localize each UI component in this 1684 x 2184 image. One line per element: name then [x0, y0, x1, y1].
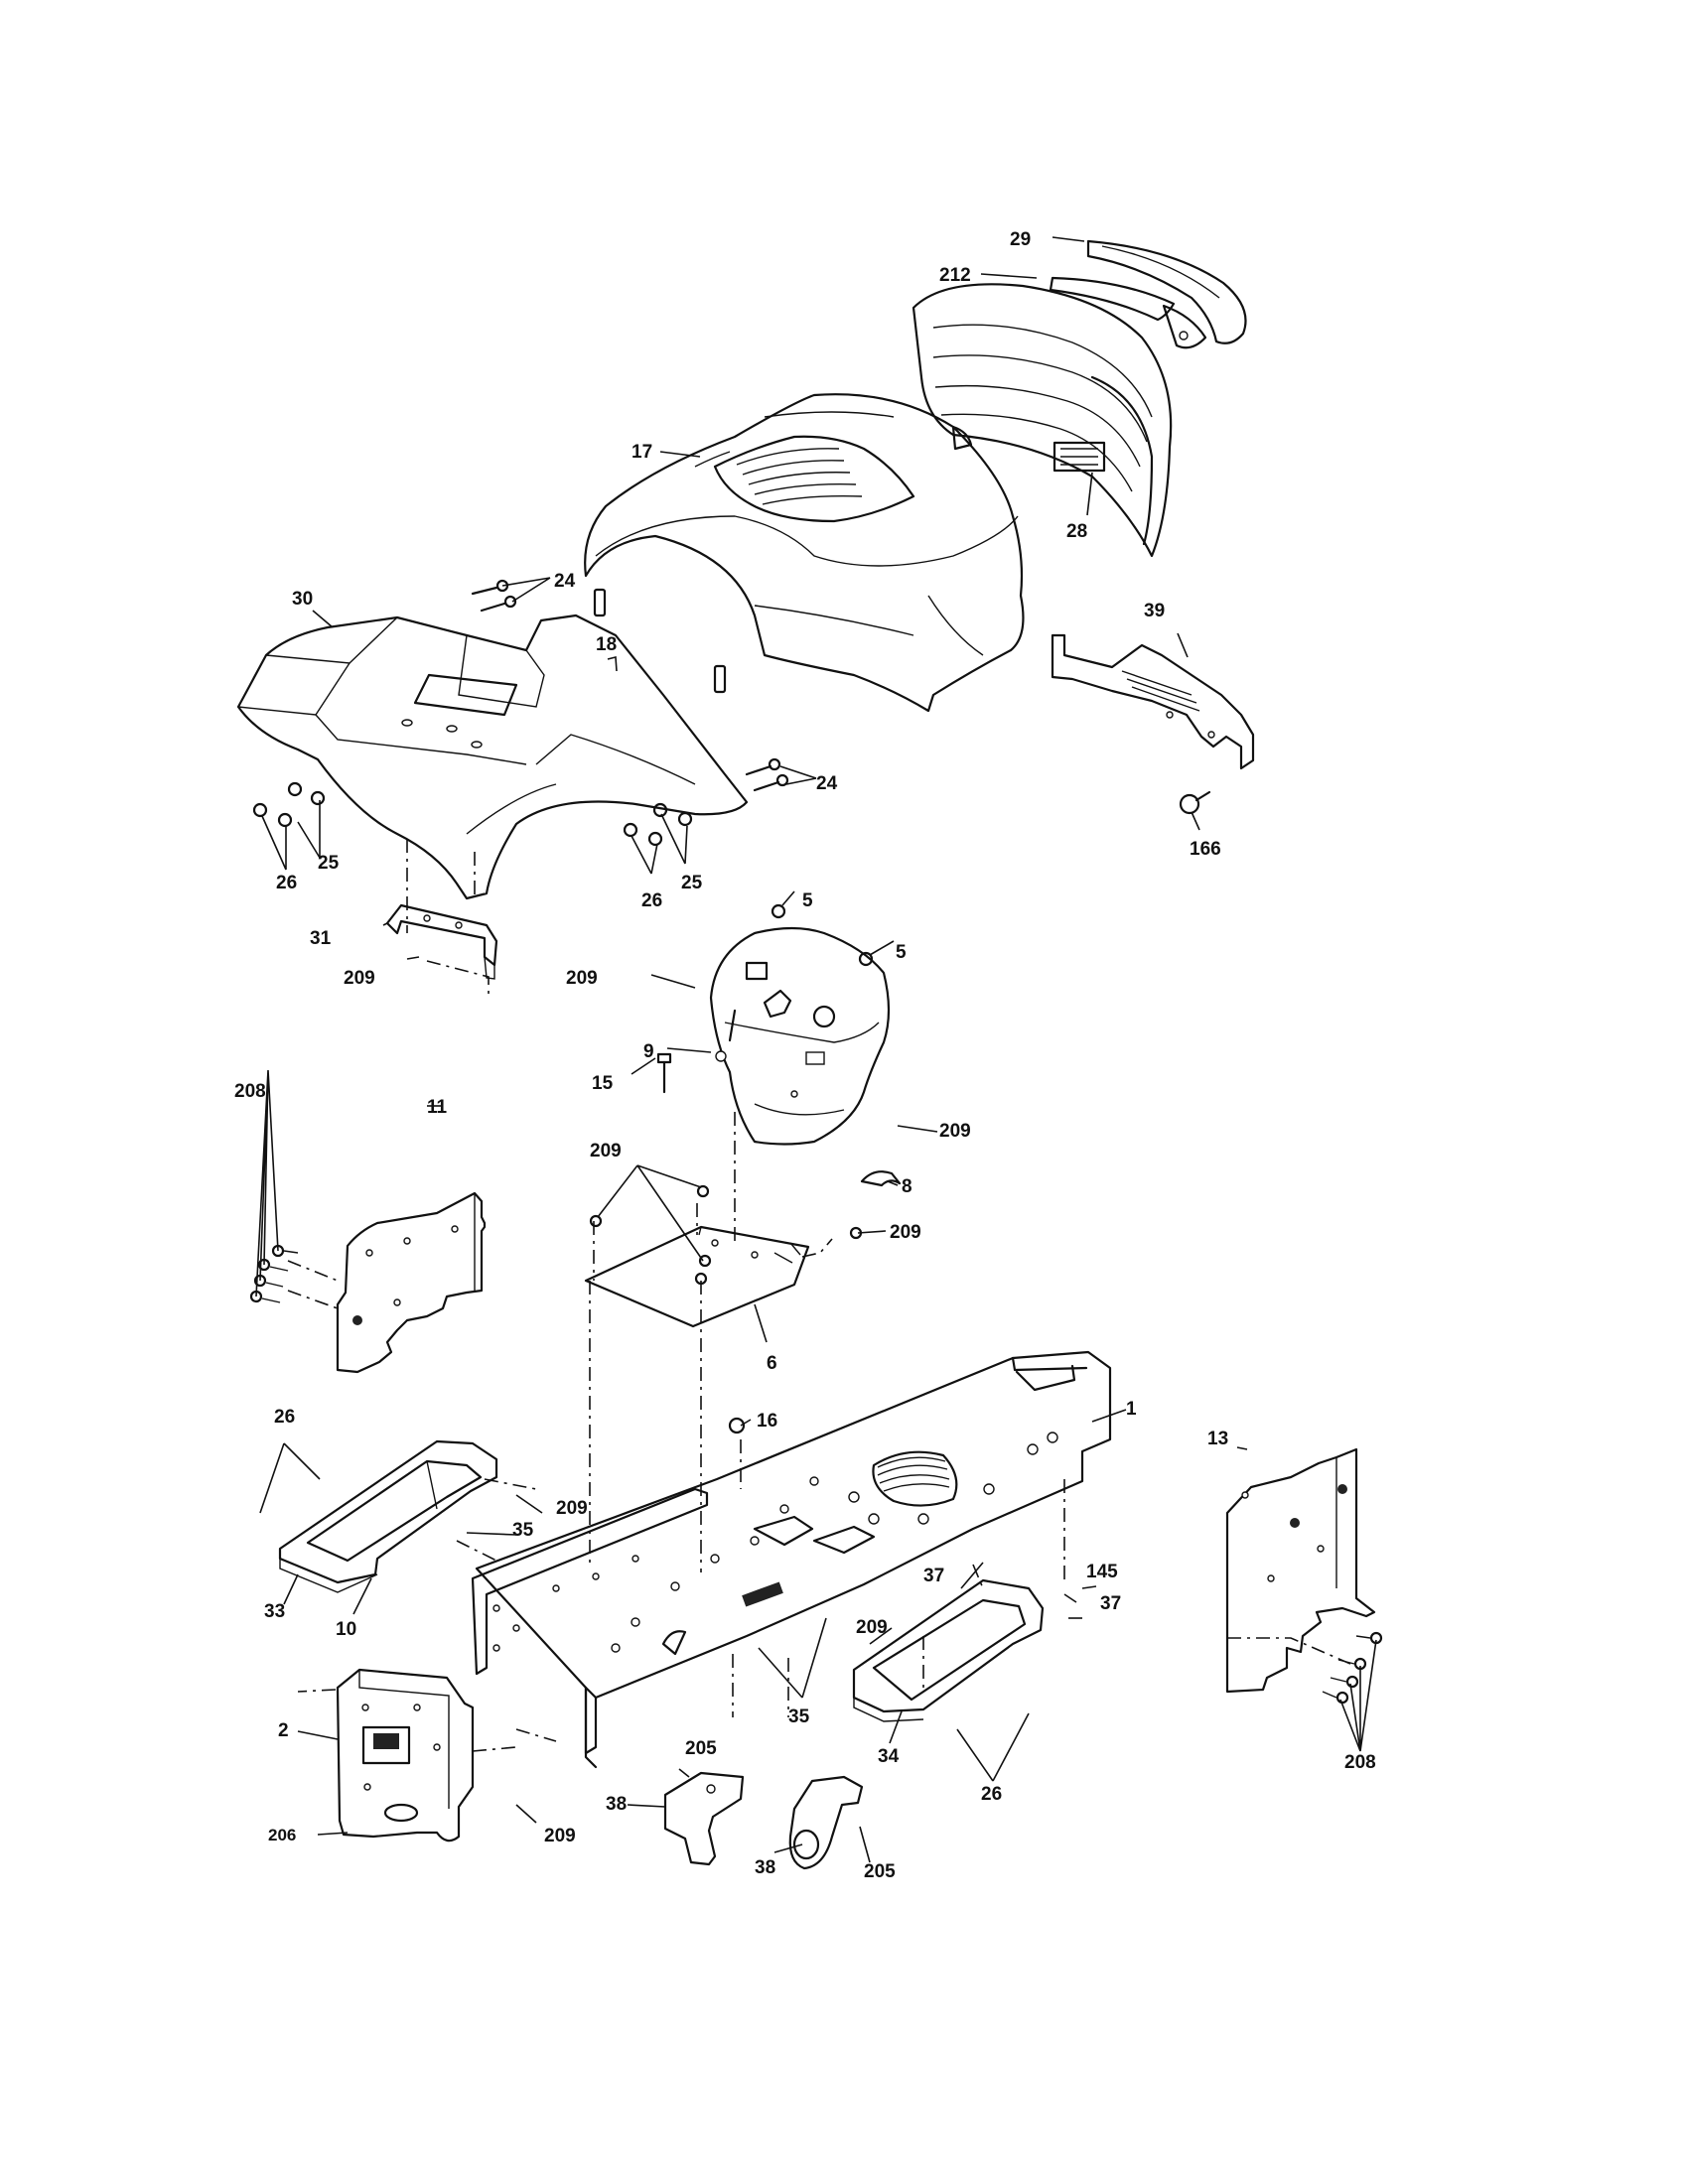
callout-209e: 209: [890, 1222, 921, 1243]
callout-15: 15: [592, 1073, 614, 1094]
callout-13: 13: [1207, 1429, 1229, 1449]
part-30-fender: [236, 614, 749, 900]
callout-16: 16: [757, 1411, 778, 1432]
callout-26b: 26: [641, 890, 663, 911]
callout-205b: 205: [864, 1861, 896, 1882]
part-2-front-plate: [336, 1668, 475, 1843]
callout-5a: 5: [802, 890, 813, 911]
part-29-trim-strip: [1049, 239, 1247, 349]
callout-39: 39: [1144, 601, 1166, 621]
part-1-frame: [475, 1350, 1112, 1769]
part-33-left-footrest: [278, 1439, 498, 1593]
callout-10: 10: [336, 1619, 357, 1640]
callout-8: 8: [902, 1176, 912, 1197]
callout-212: 212: [939, 265, 971, 286]
part-15-bolt: [656, 1052, 672, 1094]
callout-17: 17: [632, 442, 653, 463]
callout-18: 18: [596, 634, 618, 655]
part-6-plate: [584, 1225, 810, 1328]
callout-2: 2: [278, 1720, 289, 1741]
callout-209a: 209: [344, 968, 375, 989]
callout-37b: 37: [1100, 1593, 1122, 1614]
callout-5b: 5: [896, 942, 907, 963]
callout-37a: 37: [923, 1566, 945, 1586]
part-209-plate-screws: [589, 1184, 863, 1268]
callout-6: 6: [767, 1353, 777, 1374]
callout-209h: 209: [544, 1826, 576, 1846]
part-13-side-panel: [1225, 1447, 1376, 1694]
part-31-bracket: [385, 903, 498, 980]
part-1-frame-left-rail: [471, 1487, 709, 1676]
callout-35b: 35: [788, 1706, 810, 1727]
part-38-brackets: [663, 1771, 864, 1870]
part-5-nuts: [771, 903, 874, 967]
callout-26a: 26: [276, 873, 298, 893]
callout-38b: 38: [755, 1857, 776, 1878]
callout-24b: 24: [816, 773, 838, 794]
callout-29: 29: [1010, 229, 1032, 250]
callout-26d: 26: [981, 1784, 1003, 1805]
callout-209g: 209: [856, 1617, 888, 1638]
callout-leader-lines: [255, 236, 1377, 1863]
callout-208a: 208: [234, 1081, 266, 1102]
callout-25a: 25: [318, 853, 340, 874]
callout-11: 11: [427, 1097, 448, 1118]
part-16-nut: [728, 1417, 746, 1434]
callout-35a: 35: [512, 1520, 534, 1541]
part-24-screws: [471, 579, 789, 792]
part-11-side-panel: [336, 1191, 487, 1374]
callout-34: 34: [878, 1746, 900, 1767]
part-39-hood-bracket: [1051, 633, 1255, 770]
callout-28: 28: [1066, 521, 1088, 542]
callout-26c: 26: [274, 1407, 296, 1428]
part-1-frame-holes: [611, 1432, 1058, 1653]
callout-209c: 209: [939, 1121, 971, 1142]
callout-205a: 205: [685, 1738, 717, 1759]
callout-166: 166: [1190, 839, 1221, 860]
callout-33: 33: [264, 1601, 286, 1622]
part-34-right-footrest: [852, 1578, 1045, 1722]
callout-209b: 209: [566, 968, 598, 989]
part-8-clip: [860, 1170, 902, 1187]
callout-25b: 25: [681, 873, 703, 893]
part-17-hood: [584, 393, 1025, 713]
callout-145: 145: [1086, 1562, 1118, 1582]
callout-30: 30: [292, 589, 314, 610]
part-9-dash-panel: [709, 926, 891, 1146]
part-166-screw: [1179, 790, 1211, 815]
callout-9: 9: [643, 1041, 654, 1062]
part-208-screws-right: [1322, 1631, 1383, 1705]
part-28-grille: [912, 283, 1173, 558]
callout-208b: 208: [1344, 1752, 1376, 1773]
callout-209f: 209: [556, 1498, 588, 1519]
callout-206: 206: [268, 1826, 297, 1844]
callout-209d: 209: [590, 1141, 622, 1161]
part-25-26-nuts-washers: [252, 781, 693, 847]
callout-1: 1: [1126, 1399, 1137, 1420]
callout-24a: 24: [554, 571, 576, 592]
callout-38a: 38: [606, 1794, 628, 1815]
callout-31: 31: [310, 928, 332, 949]
assembly-dashed-lines: [287, 839, 1351, 1752]
part-18-hood-bumpers: [593, 588, 727, 694]
